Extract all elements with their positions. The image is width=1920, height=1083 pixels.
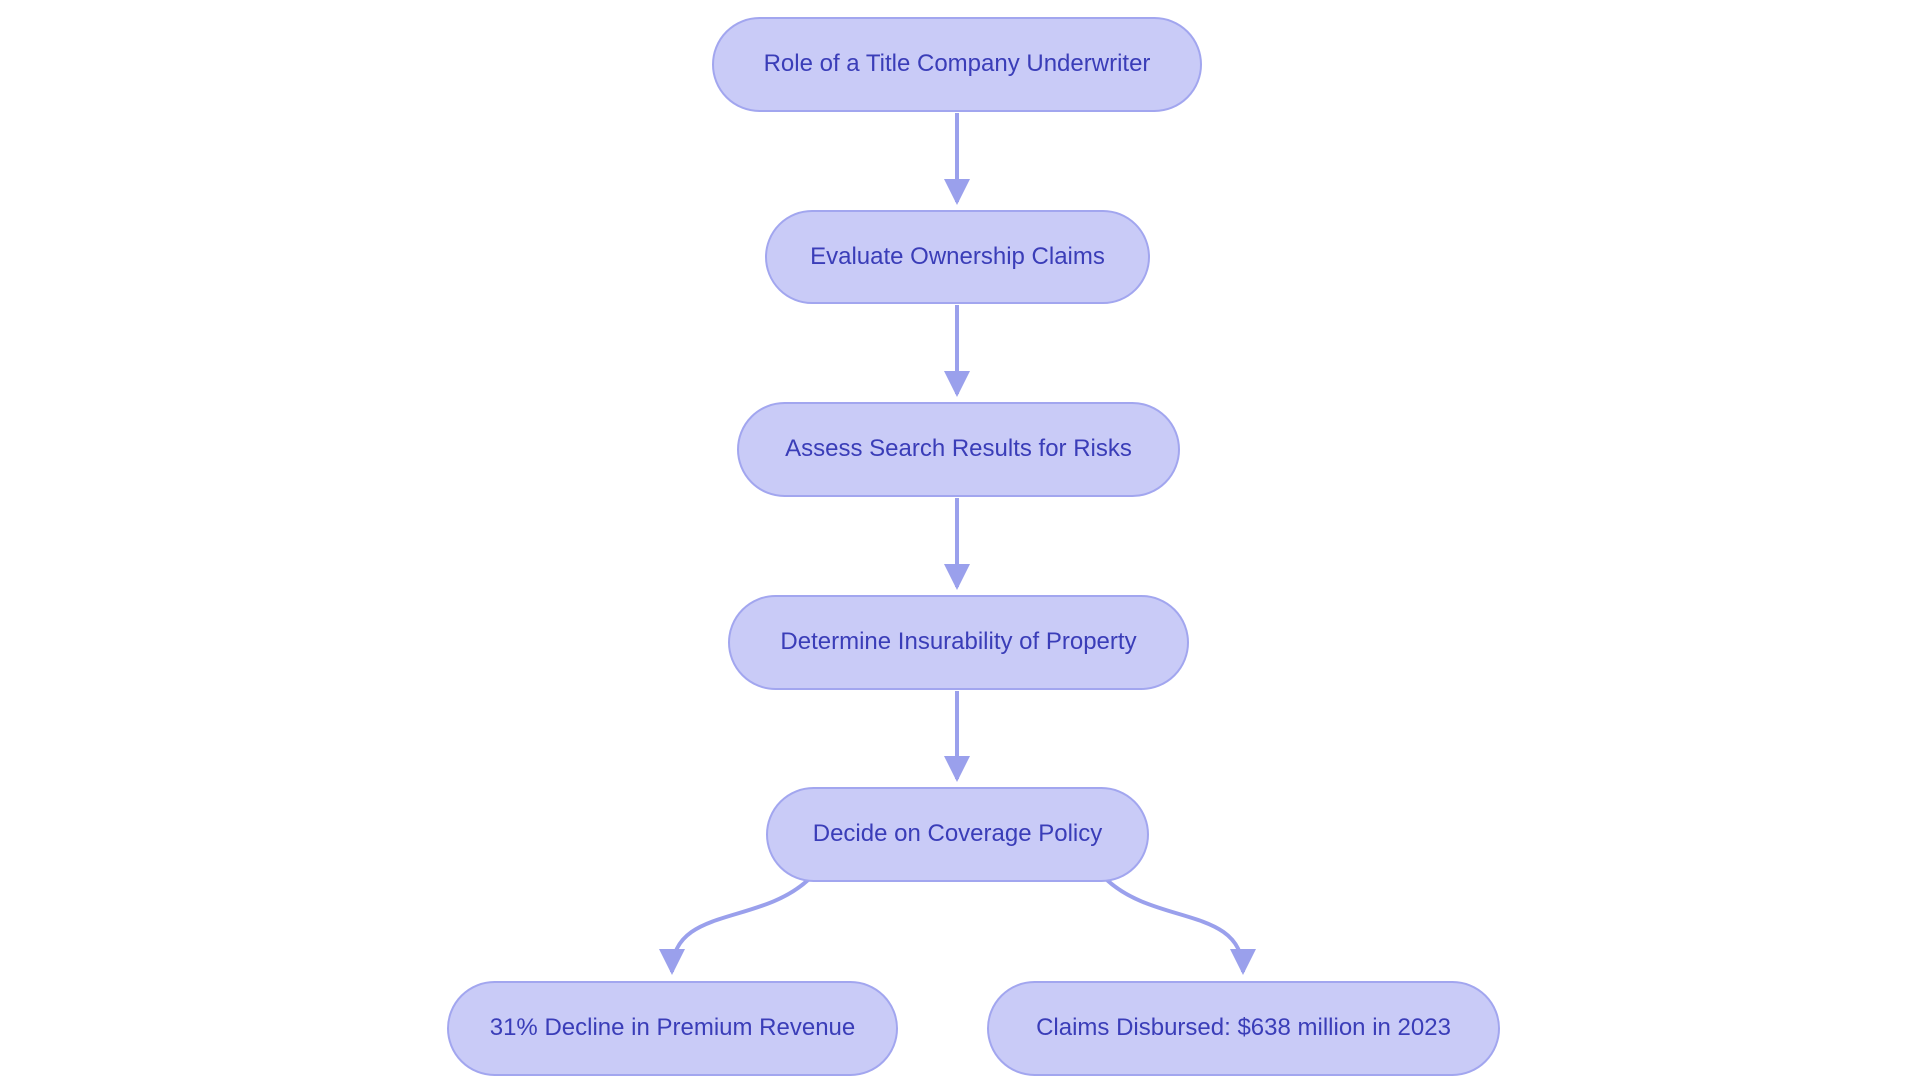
node-decide-coverage-policy: Decide on Coverage Policy bbox=[766, 787, 1149, 882]
node-label: Evaluate Ownership Claims bbox=[810, 242, 1105, 270]
node-label: Assess Search Results for Risks bbox=[785, 435, 1132, 463]
node-label: Determine Insurability of Property bbox=[780, 628, 1137, 656]
node-determine-insurability: Determine Insurability of Property bbox=[728, 595, 1189, 690]
node-role-of-title-company-underwriter: Role of a Title Company Underwriter bbox=[712, 17, 1202, 112]
node-assess-search-results: Assess Search Results for Risks bbox=[737, 402, 1180, 497]
node-label: Decide on Coverage Policy bbox=[812, 820, 1103, 848]
node-claims-disbursed: Claims Disbursed: $638 million in 2023 bbox=[987, 981, 1500, 1076]
edge-decide-decline bbox=[659, 878, 810, 975]
node-label: Claims Disbursed: $638 million in 2023 bbox=[1036, 1014, 1451, 1042]
node-label: Role of a Title Company Underwriter bbox=[763, 50, 1151, 78]
edge-decide-claims bbox=[1105, 878, 1256, 975]
node-evaluate-ownership-claims: Evaluate Ownership Claims bbox=[765, 210, 1150, 304]
node-decline-premium-revenue: 31% Decline in Premium Revenue bbox=[447, 981, 898, 1076]
node-label: 31% Decline in Premium Revenue bbox=[489, 1014, 856, 1042]
